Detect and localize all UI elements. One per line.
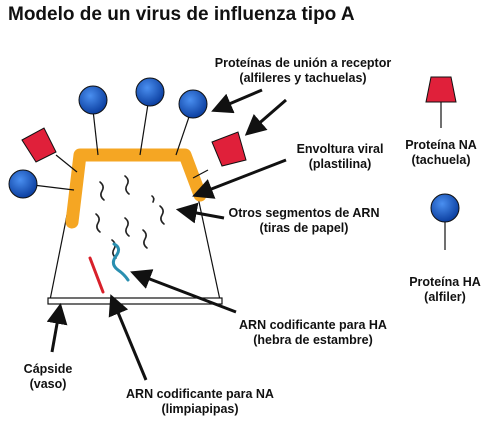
label-viral-envelope: Envoltura viral (plastilina) xyxy=(296,142,384,171)
label-rna-ha: ARN codificante para HA (hebra de estamb… xyxy=(239,318,387,347)
diagram-title: Modelo de un virus de influenza tipo A xyxy=(8,4,355,25)
label-rna-segments: Otros segmentos de ARN (tiras de papel) xyxy=(228,206,380,235)
label-rna-na: ARN codificante para NA (limpiapipas) xyxy=(126,387,274,416)
ha-pins xyxy=(8,77,208,199)
label-receptor-proteins: Proteínas de unión a receptor (alfileres… xyxy=(214,56,392,85)
viral-envelope xyxy=(65,148,207,229)
rna-ha-strand xyxy=(111,242,130,282)
label-capsid: Cápside (vaso) xyxy=(23,362,73,391)
rna-segments xyxy=(95,175,165,259)
rna-na-strand xyxy=(88,256,105,294)
legend-na-label: Proteína NA (tachuela) xyxy=(405,138,477,167)
na-tacks xyxy=(21,127,247,179)
legend-na-tack-icon xyxy=(425,76,457,128)
legend-ha-pin-icon xyxy=(430,193,460,250)
legend-ha-label: Proteína HA (alfiler) xyxy=(409,275,481,304)
pointer-arrows xyxy=(46,88,287,381)
